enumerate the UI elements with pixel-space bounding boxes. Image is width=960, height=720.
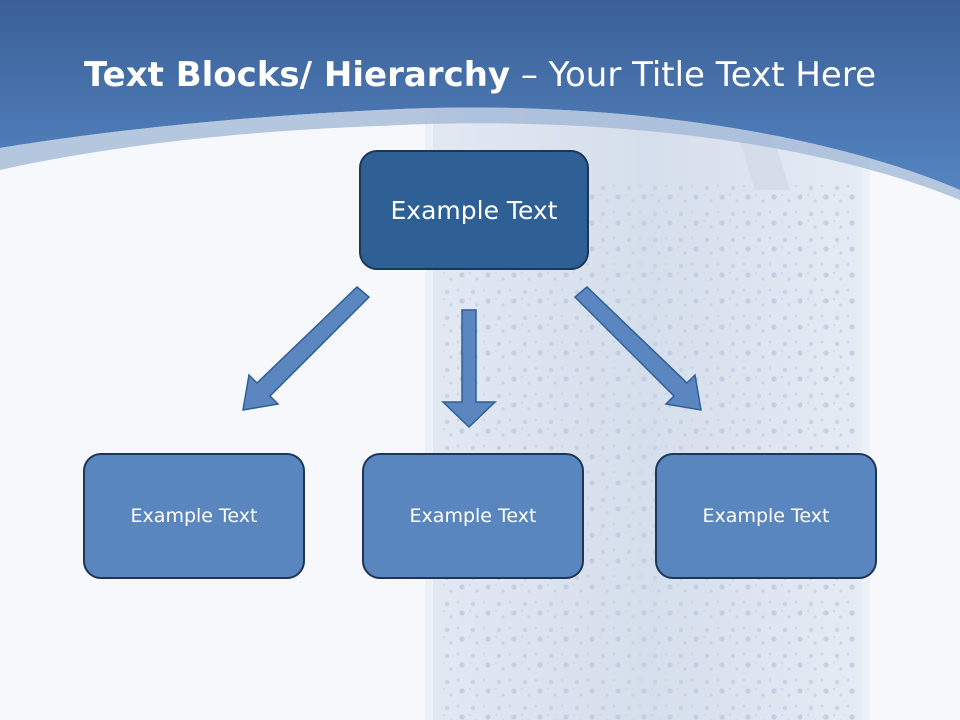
glass-image — [425, 95, 870, 720]
title-bold: Text Blocks/ Hierarchy — [83, 55, 511, 95]
child-node-left: Example Text — [83, 453, 305, 579]
child-node-right: Example Text — [655, 453, 877, 579]
root-node: Example Text — [359, 150, 589, 270]
child-node-center: Example Text — [362, 453, 584, 579]
arrow-center — [441, 309, 497, 429]
header-band — [0, 0, 960, 190]
slide-title: Text Blocks/ Hierarchy – Your Title Text… — [0, 50, 960, 100]
header-swoosh — [0, 107, 960, 200]
arrow-right — [573, 285, 702, 411]
title-normal: – Your Title Text Here — [510, 55, 876, 95]
arrow-left — [242, 285, 371, 411]
